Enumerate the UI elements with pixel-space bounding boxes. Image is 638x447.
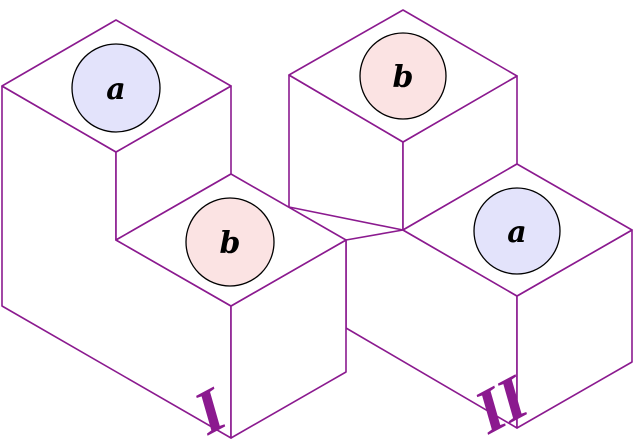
block-2-lower-ball-label: a	[507, 215, 526, 250]
block-1-lower-ball-label: b	[220, 226, 241, 261]
block-2-upper-ball: b	[359, 32, 447, 120]
step-block-2: b a II	[288, 9, 633, 447]
block-1-lower-ball: b	[185, 197, 275, 287]
block-1-lower-ball-circle	[185, 197, 275, 287]
block-1-upper-ball-label: a	[106, 72, 125, 107]
block-2-lower-ball-circle	[473, 187, 561, 275]
block-2-upper-ball-label: b	[393, 60, 414, 95]
step-block-1: a b I	[1, 19, 347, 447]
block-2-upper-ball-circle	[359, 32, 447, 120]
block-1-upper-ball-circle	[71, 43, 161, 133]
block-2-lower-ball: a	[473, 187, 561, 275]
block-1-upper-ball: a	[71, 43, 161, 133]
